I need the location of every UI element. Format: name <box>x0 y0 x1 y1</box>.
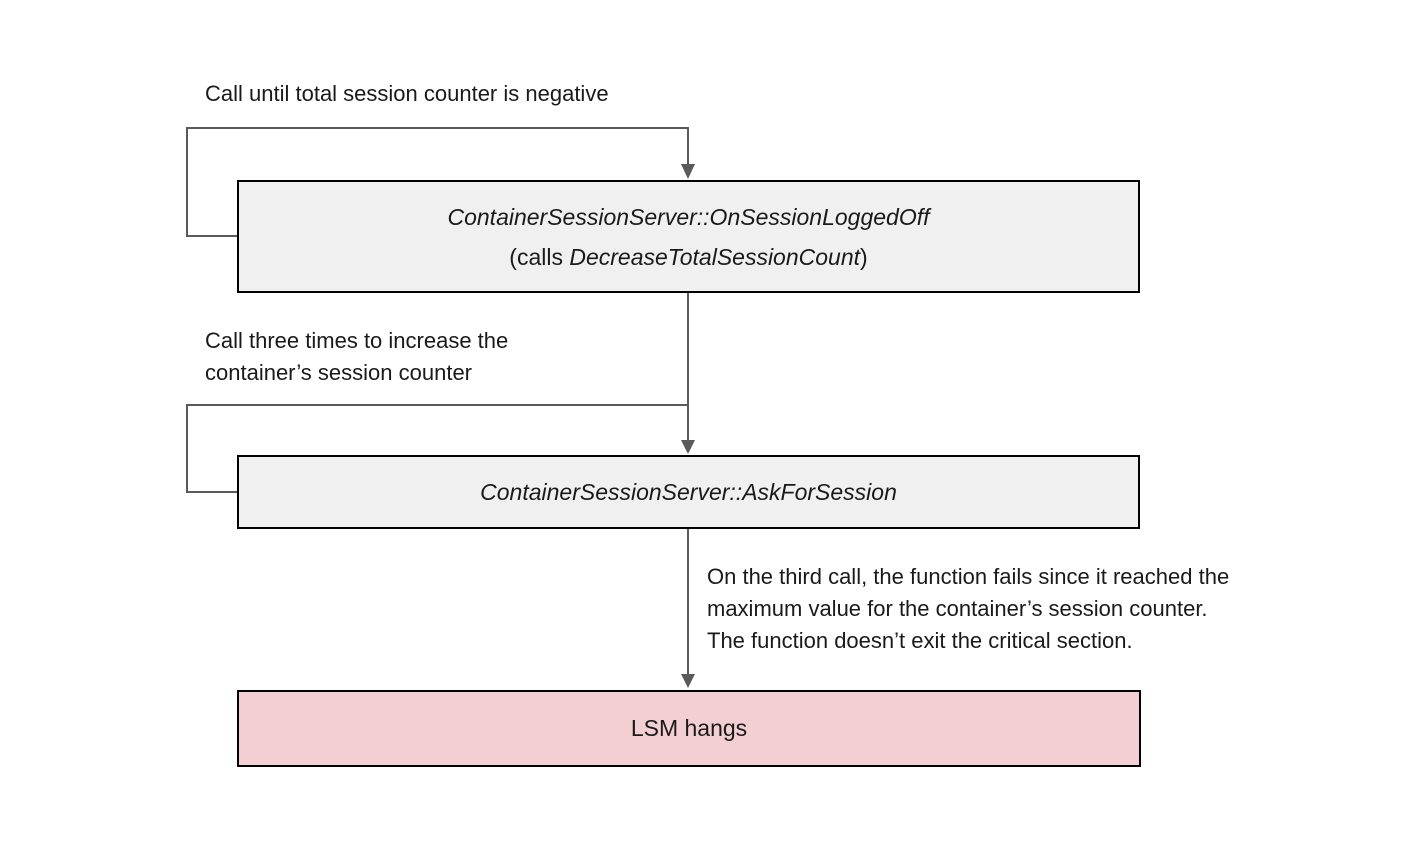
loop2-arrow-line <box>186 404 688 493</box>
loop1-label: Call until total session counter is nega… <box>205 81 609 106</box>
node-lsm-hangs: LSM hangs <box>237 690 1141 767</box>
loop1-arrow-line <box>186 127 689 237</box>
node-ask-for-session: ContainerSessionServer::AskForSession <box>237 455 1140 529</box>
third-call-annotation: On the third call, the function fails si… <box>707 564 1230 653</box>
node-ask-for-session-title: ContainerSessionServer::AskForSession <box>480 478 897 505</box>
node-on-session-logged-off-subtitle: (calls DecreaseTotalSessionCount) <box>509 237 867 277</box>
loop1-arrowhead-icon <box>681 164 695 179</box>
subtitle-suffix: ) <box>860 243 868 270</box>
subtitle-function-name: DecreaseTotalSessionCount <box>569 243 861 270</box>
connector-box2-box3-arrowhead-icon <box>681 674 695 688</box>
node-lsm-hangs-title: LSM hangs <box>630 715 748 741</box>
node-on-session-logged-off-title: ContainerSessionServer::OnSessionLoggedO… <box>447 203 930 230</box>
connector-box1-box2-arrowhead-icon <box>681 440 695 454</box>
subtitle-prefix: (calls <box>509 243 570 270</box>
loop2-label: Call three times to increase the contain… <box>205 328 509 385</box>
node-on-session-logged-off: ContainerSessionServer::OnSessionLoggedO… <box>237 180 1140 293</box>
